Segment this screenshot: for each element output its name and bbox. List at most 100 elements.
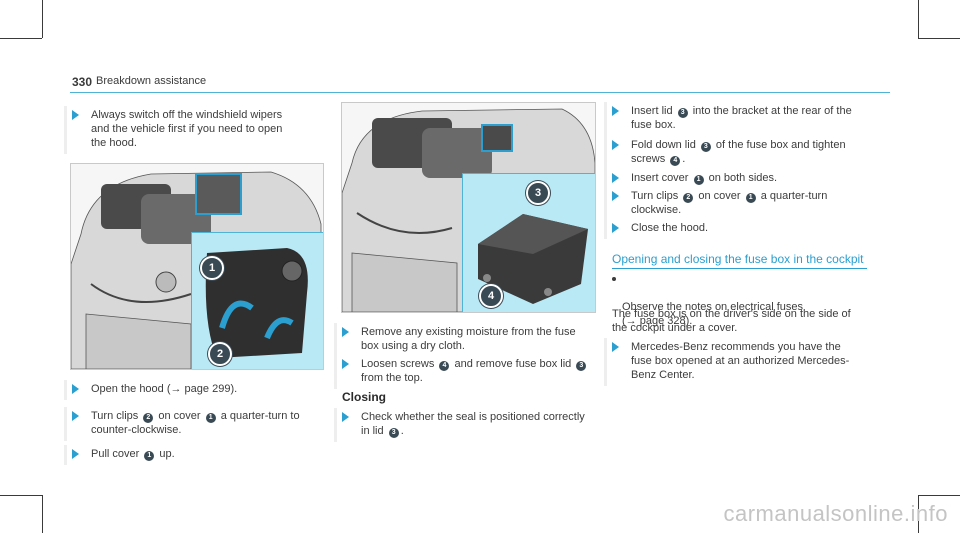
- crop-mark: [918, 495, 919, 533]
- step-text-segment: a quarter-turn clockwise.: [631, 190, 828, 216]
- step-text: Loosen screws 4 and remove fuse box lid …: [361, 357, 597, 385]
- step-text: Turn clips 2 on cover 1 a quarter-turn t…: [91, 409, 322, 437]
- step-text-segment: and remove fuse box lid: [451, 358, 575, 370]
- arrow-icon: [612, 191, 619, 201]
- step-text: Pull cover 1 up.: [91, 447, 322, 461]
- step-text-segment: on cover: [155, 410, 204, 422]
- callout-badge: 3: [388, 428, 399, 438]
- step-text: Turn clips 2 on cover 1 a quarter-turn c…: [631, 189, 882, 217]
- step-text-segment: into the bracket at the rear of the fuse…: [631, 105, 852, 131]
- arrow-icon: [612, 223, 619, 233]
- arrow-icon: [342, 359, 349, 369]
- arrow-icon: [612, 342, 619, 352]
- step-loosen-screws: Loosen screws 4 and remove fuse box lid …: [334, 355, 597, 389]
- page-number: 330: [72, 75, 93, 89]
- closing-heading: Closing: [342, 390, 386, 404]
- arrow-icon: [72, 411, 79, 421]
- callout-badge: 4: [670, 156, 681, 166]
- step-insert-lid: Insert lid 3 into the bracket at the rea…: [604, 102, 882, 136]
- arrow-icon: [612, 106, 619, 116]
- heading-text[interactable]: Opening and closing the fuse box in the …: [612, 252, 864, 266]
- step-text-segment: Pull cover: [91, 448, 143, 460]
- crop-mark: [42, 495, 43, 533]
- cover-illustration: [205, 248, 308, 358]
- step-text-segment: Turn clips: [631, 190, 682, 202]
- watermark: carmanualsonline.info: [723, 501, 948, 526]
- callout-badge: 1: [205, 413, 216, 423]
- arrow-icon: [612, 140, 619, 150]
- callout-2: 2: [208, 342, 232, 366]
- step-text-segment: Close the hood.: [631, 222, 709, 234]
- step-text-segment: Insert cover: [631, 172, 692, 184]
- arrow-icon: [342, 412, 349, 422]
- crop-mark: [0, 495, 42, 496]
- arrow-icon: [342, 327, 349, 337]
- bullet-text: Observe the notes on electrical fuses (→…: [622, 301, 803, 327]
- arrow-icon: [72, 110, 79, 120]
- step-text: Open the hood (→ page 299).: [91, 382, 322, 396]
- step-check-seal: Check whether the seal is positioned cor…: [334, 408, 602, 442]
- step-text: Close the hood.: [631, 221, 882, 235]
- step-text: Fold down lid 3 of the fuse box and tigh…: [631, 138, 882, 166]
- crop-mark: [918, 495, 960, 496]
- step-text: Insert cover 1 on both sides.: [631, 171, 882, 185]
- intro-step-text: Always switch off the windshield wipers …: [91, 109, 283, 149]
- step-text-segment: .: [682, 153, 686, 165]
- fuse-box-cockpit-heading[interactable]: Opening and closing the fuse box in the …: [612, 252, 867, 269]
- step-text-segment: Open the hood (→ page 299).: [91, 383, 238, 395]
- callout-1: 1: [200, 256, 224, 280]
- step-text-segment: Fold down lid: [631, 139, 699, 151]
- step-text-segment: of the fuse box and tighten screws: [631, 139, 846, 165]
- callout-badge: 2: [683, 193, 694, 203]
- bullet-icon: [612, 277, 616, 281]
- step-text-segment: Turn clips: [91, 410, 142, 422]
- callout-3: 3: [526, 181, 550, 205]
- step-fold-lid: Fold down lid 3 of the fuse box and tigh…: [604, 136, 882, 170]
- step-text-segment: .: [400, 425, 404, 437]
- crop-mark: [918, 38, 960, 39]
- step-pull-cover: Pull cover 1 up.: [64, 445, 322, 465]
- step-text-segment: Insert lid: [631, 105, 676, 117]
- step-insert-cover: Insert cover 1 on both sides.: [604, 169, 882, 189]
- step-text-segment: Check whether the seal is positioned cor…: [361, 411, 585, 437]
- step-text: Remove any existing moisture from the fu…: [361, 325, 597, 353]
- step-remove-moisture: Remove any existing moisture from the fu…: [334, 323, 597, 357]
- step-text-segment: up.: [156, 448, 175, 460]
- step-text: Check whether the seal is positioned cor…: [361, 410, 602, 438]
- section-title: Breakdown assistance: [96, 75, 207, 87]
- step-text-segment: on cover: [695, 190, 744, 202]
- callout-4: 4: [479, 284, 503, 308]
- fuse-box-illustration: [478, 214, 588, 304]
- header-rule: [70, 92, 890, 93]
- arrow-icon: [72, 384, 79, 394]
- step-text-segment: Remove any existing moisture from the fu…: [361, 326, 576, 352]
- fuse-box-location-text: The fuse box is on the driver's side on …: [612, 308, 851, 334]
- step-turn-clips: Turn clips 2 on cover 1 a quarter-turn t…: [64, 407, 322, 441]
- step-text-segment: from the top.: [361, 372, 423, 384]
- callout-badge: 2: [143, 413, 154, 423]
- arrow-icon: [612, 173, 619, 183]
- step-turn-clips-clockwise: Turn clips 2 on cover 1 a quarter-turn c…: [604, 187, 882, 221]
- crop-mark: [918, 0, 919, 38]
- callout-badge: 4: [439, 361, 450, 371]
- step-text-segment: Loosen screws: [361, 358, 438, 370]
- bullet-observe-notes: Observe the notes on electrical fuses (→…: [612, 272, 882, 328]
- callout-badge: 1: [144, 451, 155, 461]
- step-open-hood: Open the hood (→ page 299).: [64, 380, 322, 400]
- step-text: Mercedes-Benz recommends you have the fu…: [631, 340, 882, 382]
- engine-figure-left: 1 2: [70, 163, 324, 370]
- intro-step: Always switch off the windshield wipers …: [64, 106, 322, 154]
- callout-badge: 3: [677, 108, 688, 118]
- step-text: Insert lid 3 into the bracket at the rea…: [631, 104, 882, 132]
- step-text-segment: Mercedes-Benz recommends you have the fu…: [631, 341, 850, 381]
- step-mercedes-recommendation: Mercedes-Benz recommends you have the fu…: [604, 338, 882, 386]
- arrow-icon: [72, 449, 79, 459]
- cover-inset: [191, 232, 323, 369]
- crop-mark: [0, 38, 42, 39]
- engine-figure-middle: 3 4: [341, 102, 596, 313]
- callout-badge: 1: [693, 175, 704, 185]
- callout-badge: 1: [745, 193, 756, 203]
- callout-badge: 3: [700, 142, 711, 152]
- step-text-segment: a quarter-turn to counter-clockwise.: [91, 410, 300, 436]
- step-text-segment: on both sides.: [705, 172, 778, 184]
